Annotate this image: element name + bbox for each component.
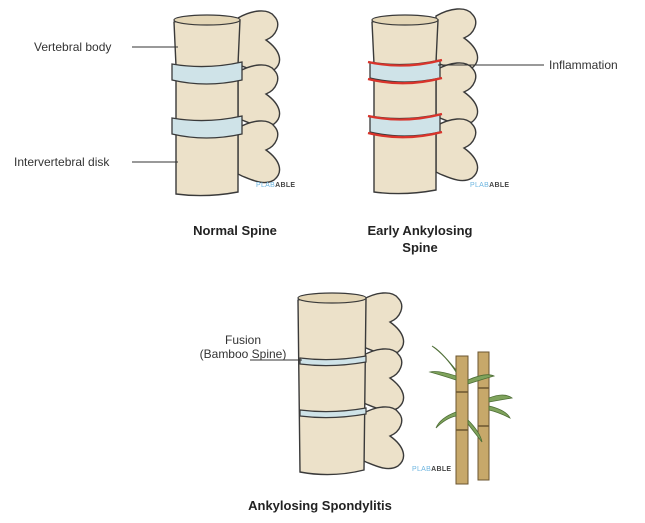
label-vertebral-body: Vertebral body [34,40,111,54]
ankylosing-spondylitis-illustration [298,293,512,484]
spinous-process [436,9,478,71]
label-fusion-line1: Fusion [183,333,303,347]
watermark-logo: PLABABLE [256,182,295,189]
spinous-process [362,293,404,355]
spinous-process [362,349,404,411]
spinous-process [238,121,280,183]
spinous-process [436,119,478,181]
normal-spine-illustration [172,11,280,196]
watermark-logo: PLABABLE [470,182,509,189]
label-fusion: Fusion (Bamboo Spine) [183,333,303,361]
label-fusion-line2: (Bamboo Spine) [183,347,303,361]
caption-ankylosing-spondylitis: Ankylosing Spondylitis [200,497,440,514]
bamboo-icon [430,346,512,484]
fused-spine-column [298,295,366,474]
spinous-process [238,65,280,127]
vertebral-body [374,132,436,194]
watermark-logo: PLABABLE [412,466,451,473]
caption-early-ankylosing: Early Ankylosing Spine [335,222,505,256]
caption-early-line2: Spine [335,239,505,256]
caption-normal-spine: Normal Spine [150,222,320,239]
vertebral-body [176,132,238,196]
spinous-process [436,63,478,125]
spinous-process [238,11,280,73]
caption-early-line1: Early Ankylosing [335,222,505,239]
label-intervertebral-disk: Intervertebral disk [14,155,109,169]
label-inflammation: Inflammation [549,58,618,72]
spinous-process [362,407,404,469]
early-ankylosing-spine-illustration [368,9,478,194]
